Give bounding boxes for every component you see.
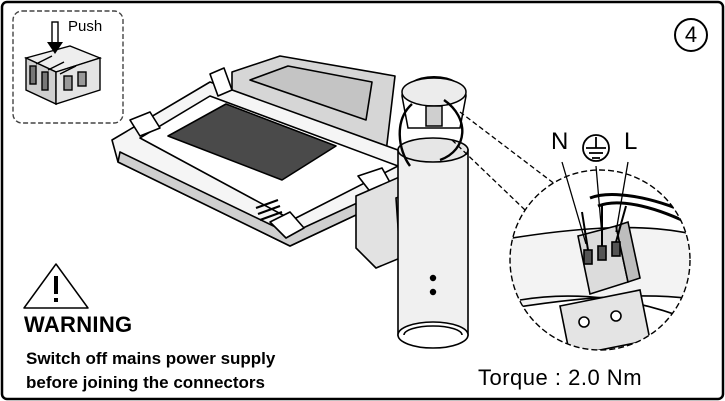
warning-text-line1: Switch off mains power supply — [26, 349, 276, 368]
step-circle — [674, 18, 708, 52]
magnified-terminal-view — [509, 169, 691, 351]
terminal-label-neutral: N — [551, 128, 569, 155]
pole — [397, 137, 469, 349]
push-label: Push — [68, 18, 103, 35]
push-arrow-icon — [47, 21, 63, 54]
terminal-label-live: L — [624, 128, 638, 155]
warning-text-line2: before joining the connectors — [26, 373, 265, 392]
warning-triangle-icon — [23, 263, 89, 309]
push-connector-inset — [12, 10, 124, 124]
warning-title: WARNING — [24, 312, 133, 337]
connector-housing — [398, 76, 467, 167]
step-number: 4 — [684, 22, 698, 47]
earth-ground-icon — [582, 134, 610, 162]
luminaire-body — [111, 55, 423, 247]
torque-label: Torque : 2.0 Nm — [478, 365, 643, 390]
